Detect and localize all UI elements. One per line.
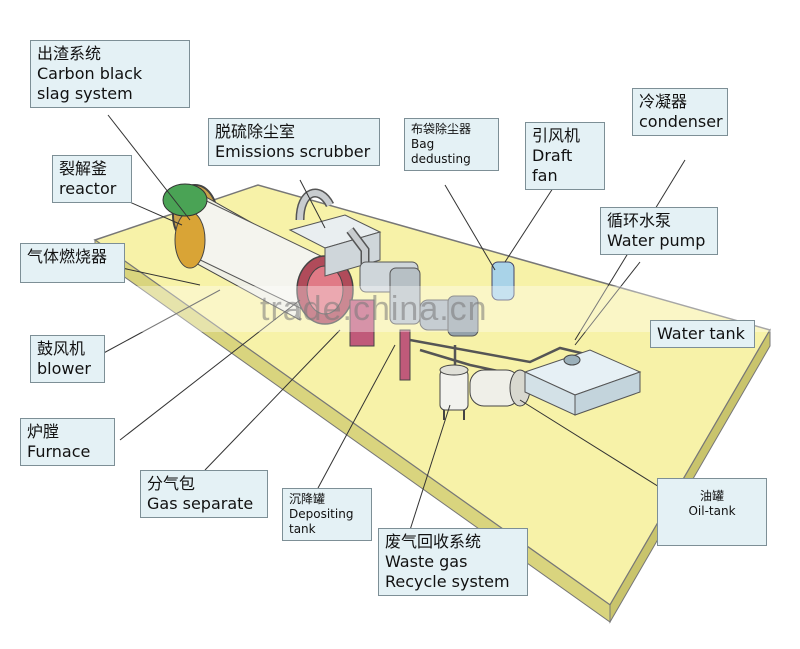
draft-fan-shape: [491, 261, 515, 301]
reactor-en: reactor: [59, 179, 117, 198]
furnace-cn: 炉膛: [27, 422, 60, 441]
carbon-black-cn: 出渣系统: [37, 44, 102, 63]
label-gas-burner: 气体燃烧器: [20, 243, 125, 283]
furnace-en: Furnace: [27, 442, 91, 461]
label-waste-gas: 废气回收系统 Waste gas Recycle system: [378, 528, 528, 596]
condenser-unit: [349, 261, 479, 381]
base-platform-edge: [609, 328, 771, 624]
gas-burner-cn: 气体燃烧器: [27, 247, 108, 266]
label-blower: 鼓风机 blower: [30, 335, 105, 383]
label-condenser: 冷凝器 condenser: [632, 88, 728, 136]
emissions-scrubber-cn: 脱硫除尘室: [215, 122, 296, 141]
depositing-tank-en1: Depositing: [289, 507, 354, 521]
water-pump-cn: 循环水泵: [607, 211, 672, 230]
label-water-tank: Water tank: [650, 320, 755, 348]
depositing-tank: [439, 364, 469, 420]
draft-fan-cn: 引风机: [532, 126, 581, 145]
bag-dedusting-en1: Bag: [411, 137, 435, 151]
depositing-tank-cn: 沉降罐: [289, 492, 326, 506]
depositing-tank-en2: tank: [289, 522, 316, 536]
draft-fan-en: Draft fan: [532, 146, 573, 185]
label-furnace: 炉膛 Furnace: [20, 418, 115, 466]
label-draft-fan: 引风机 Draft fan: [525, 122, 605, 190]
carbon-black-en1: Carbon black: [37, 64, 143, 83]
bag-dedusting-en2: dedusting: [411, 152, 471, 166]
water-pump-en: Water pump: [607, 231, 706, 250]
label-depositing-tank: 沉降罐 Depositing tank: [282, 488, 372, 541]
carbon-black-en2: slag system: [37, 84, 133, 103]
blower-en: blower: [37, 359, 91, 378]
reactor-cn: 裂解釜: [59, 159, 108, 178]
water-tank-en: Water tank: [657, 324, 745, 343]
waste-gas-cn: 废气回收系统: [385, 532, 482, 551]
gas-separate-cn: 分气包: [147, 474, 196, 493]
oil-tank-cn: 油罐: [699, 489, 724, 503]
watermark-text: trade.china.cn: [260, 290, 488, 328]
water-tank: [523, 349, 642, 416]
label-reactor: 裂解釜 reactor: [52, 155, 132, 203]
emissions-scrubber-en: Emissions scrubber: [215, 142, 371, 161]
reactor-drum: [162, 183, 354, 325]
label-emissions-scrubber: 脱硫除尘室 Emissions scrubber: [208, 118, 380, 166]
label-oil-tank: 油罐 Oil-tank: [657, 478, 767, 546]
label-carbon-black-slag: 出渣系统 Carbon black slag system: [30, 40, 190, 108]
waste-gas-en2: Recycle system: [385, 572, 510, 591]
bag-dedusting-cn: 布袋除尘器: [411, 122, 472, 136]
label-gas-separate: 分气包 Gas separate: [140, 470, 268, 518]
condenser-en: condenser: [639, 112, 723, 131]
label-bag-dedusting: 布袋除尘器 Bag dedusting: [404, 118, 499, 171]
blower-cn: 鼓风机: [37, 339, 86, 358]
oil-tank-en: Oil-tank: [688, 504, 736, 518]
label-water-pump: 循环水泵 Water pump: [600, 207, 718, 255]
gas-separate-en: Gas separate: [147, 494, 254, 513]
condenser-cn: 冷凝器: [639, 92, 688, 111]
waste-gas-en1: Waste gas: [385, 552, 468, 571]
